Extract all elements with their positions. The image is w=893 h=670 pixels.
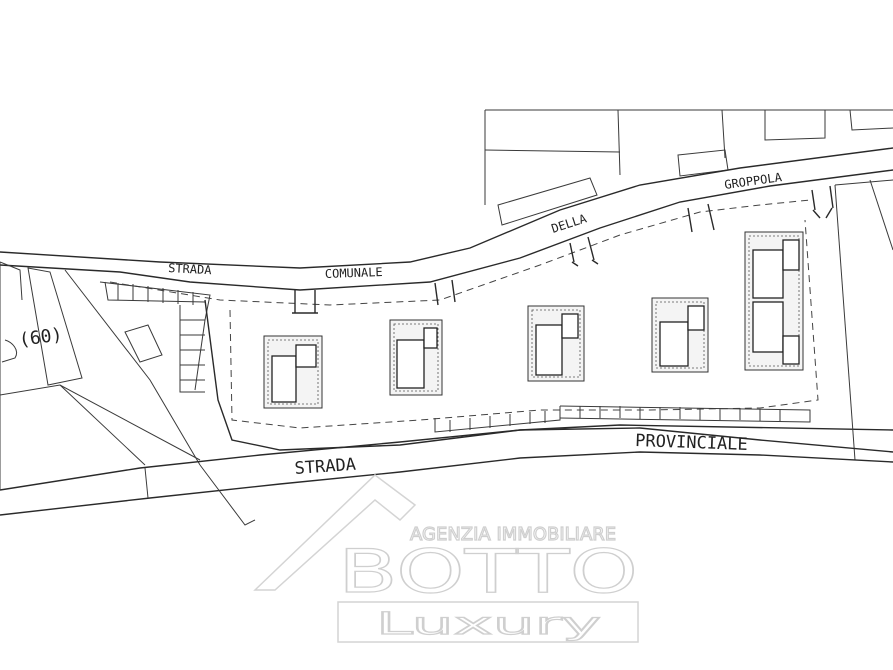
upper-road (0, 147, 893, 314)
label-provinciale: PROVINCIALE (635, 431, 748, 455)
building-3 (527, 305, 585, 382)
parking-area (99, 179, 893, 461)
background-parcel-lines (484, 109, 893, 226)
watermark-agency: AGENZIA IMMOBILIARE (410, 524, 616, 545)
building-1 (263, 335, 323, 409)
building-2 (389, 319, 443, 396)
left-parcels (0, 261, 201, 466)
lower-road (0, 395, 893, 526)
lower-road-labels: STRADA PROVINCIALE (294, 431, 748, 479)
parcel-number-label: (60) (18, 324, 64, 351)
label-strada-lower: STRADA (294, 455, 357, 479)
upper-road-labels: STRADA COMUNALE DELLA GROPPOLA (168, 170, 784, 281)
label-della: DELLA (550, 211, 589, 236)
label-strada-upper: STRADA (168, 261, 213, 277)
roof-logo (253, 474, 417, 591)
watermark-tagline: Luxury (376, 607, 601, 642)
label-comunale: COMUNALE (325, 265, 383, 281)
building-5 (744, 231, 804, 371)
buildings (263, 231, 804, 409)
agency-watermark: AGENZIA IMMOBILIARE BOTTO Luxury (253, 474, 639, 643)
building-4 (651, 297, 709, 373)
watermark-brand: BOTTO (338, 537, 638, 607)
